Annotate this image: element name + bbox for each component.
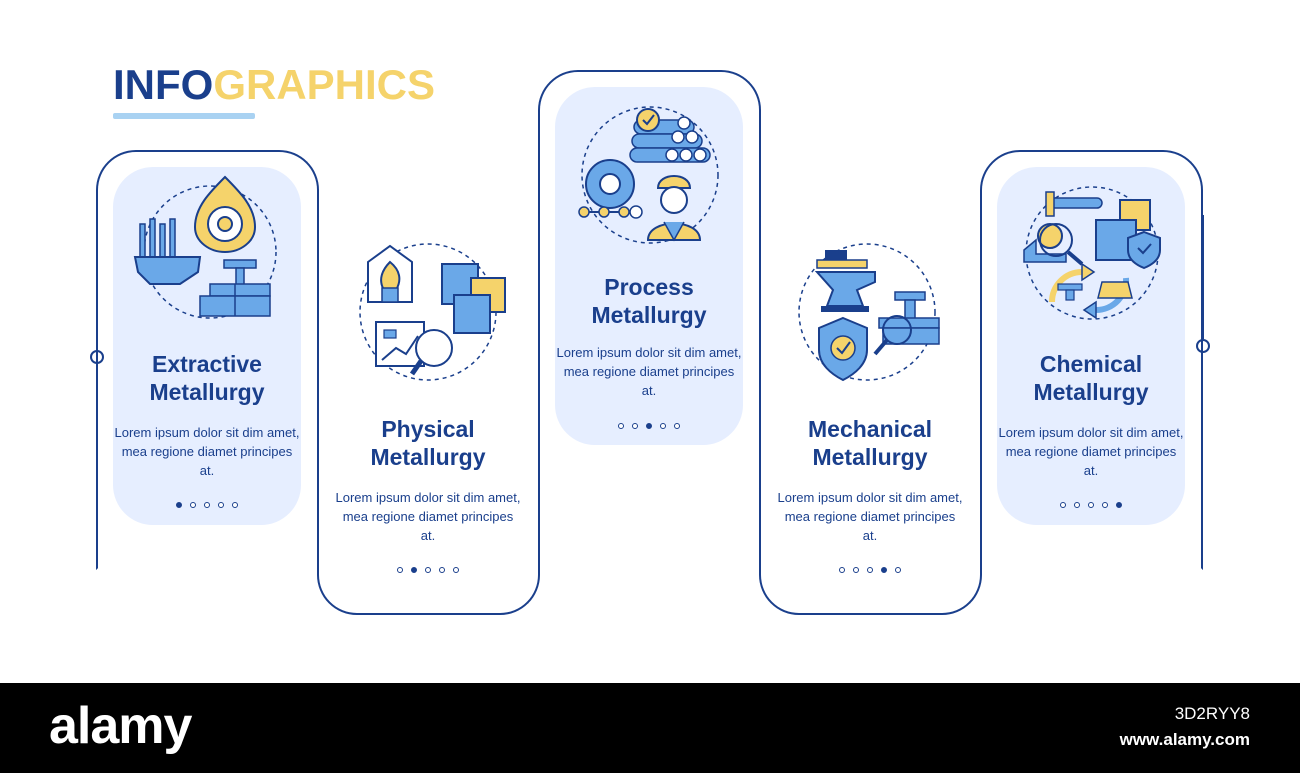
pager-dot-4 [218,502,224,508]
title-part-graphics: GRAPHICS [213,61,436,108]
pager-dot-2 [190,502,196,508]
pager-dots-physical [397,567,459,573]
pager-dot-4 [660,423,666,429]
pager-dots-chemical [1060,502,1122,508]
furnace-gear-icon [133,175,277,319]
anvil-shield-icon [798,243,940,382]
pager-dot-3 [1088,502,1094,508]
pager-dot-2 [853,567,859,573]
pager-dot-3 [867,567,873,573]
heading-chemical: Chemical Metallurgy [1033,351,1149,405]
pager-dot-4 [439,567,445,573]
pager-dot-2 [411,567,417,573]
pager-dot-2 [1074,502,1080,508]
heading-physical: Physical Metallurgy [370,416,486,470]
pager-dot-3 [425,567,431,573]
desc-mechanical: Lorem ipsum dolor sit dim amet, mea regi… [777,490,963,543]
pager-dot-1 [176,502,182,508]
frame-chemical [980,150,1203,570]
pager-dot-3 [646,423,652,429]
pager-dot-1 [1060,502,1066,508]
card-mechanical [776,232,964,592]
heading-mechanical: Mechanical Metallurgy [808,416,932,470]
pager-dots-extractive [176,502,238,508]
desc-physical: Lorem ipsum dolor sit dim amet, mea regi… [335,490,521,543]
infographics-title: INFOGRAPHICS [113,60,435,110]
heading-extractive: Extractive Metallurgy [149,351,265,405]
heading-process: Process Metallurgy [591,274,707,328]
desc-extractive: Lorem ipsum dolor sit dim amet, mea regi… [114,425,300,478]
pager-dot-5 [674,423,680,429]
pager-dot-1 [839,567,845,573]
worker-gear-pipes-icon [578,106,719,244]
pager-dot-1 [618,423,624,429]
pager-dot-4 [881,567,887,573]
pager-dots-mechanical [839,567,901,573]
pager-dot-1 [397,567,403,573]
pager-dot-3 [204,502,210,508]
pager-dot-2 [632,423,638,429]
pager-dot-5 [895,567,901,573]
pager-dot-5 [1116,502,1122,508]
pager-dots-process [618,423,680,429]
desc-chemical: Lorem ipsum dolor sit dim amet, mea regi… [998,425,1184,478]
pager-dot-4 [1102,502,1108,508]
chemical-recycle-icon [1023,186,1161,320]
material-analysis-icon [359,243,506,381]
title-part-info: INFO [113,61,214,108]
watermark-site: www.alamy.com [1119,730,1250,749]
watermark-image-id: 3D2RYY8 [1174,704,1250,723]
desc-process: Lorem ipsum dolor sit dim amet, mea regi… [556,345,742,398]
title-underline [113,113,255,119]
watermark-logo: alamy [49,697,192,755]
card-chemical [997,167,1185,525]
pager-dot-5 [453,567,459,573]
pager-dot-5 [232,502,238,508]
watermark-footer [0,683,1300,773]
